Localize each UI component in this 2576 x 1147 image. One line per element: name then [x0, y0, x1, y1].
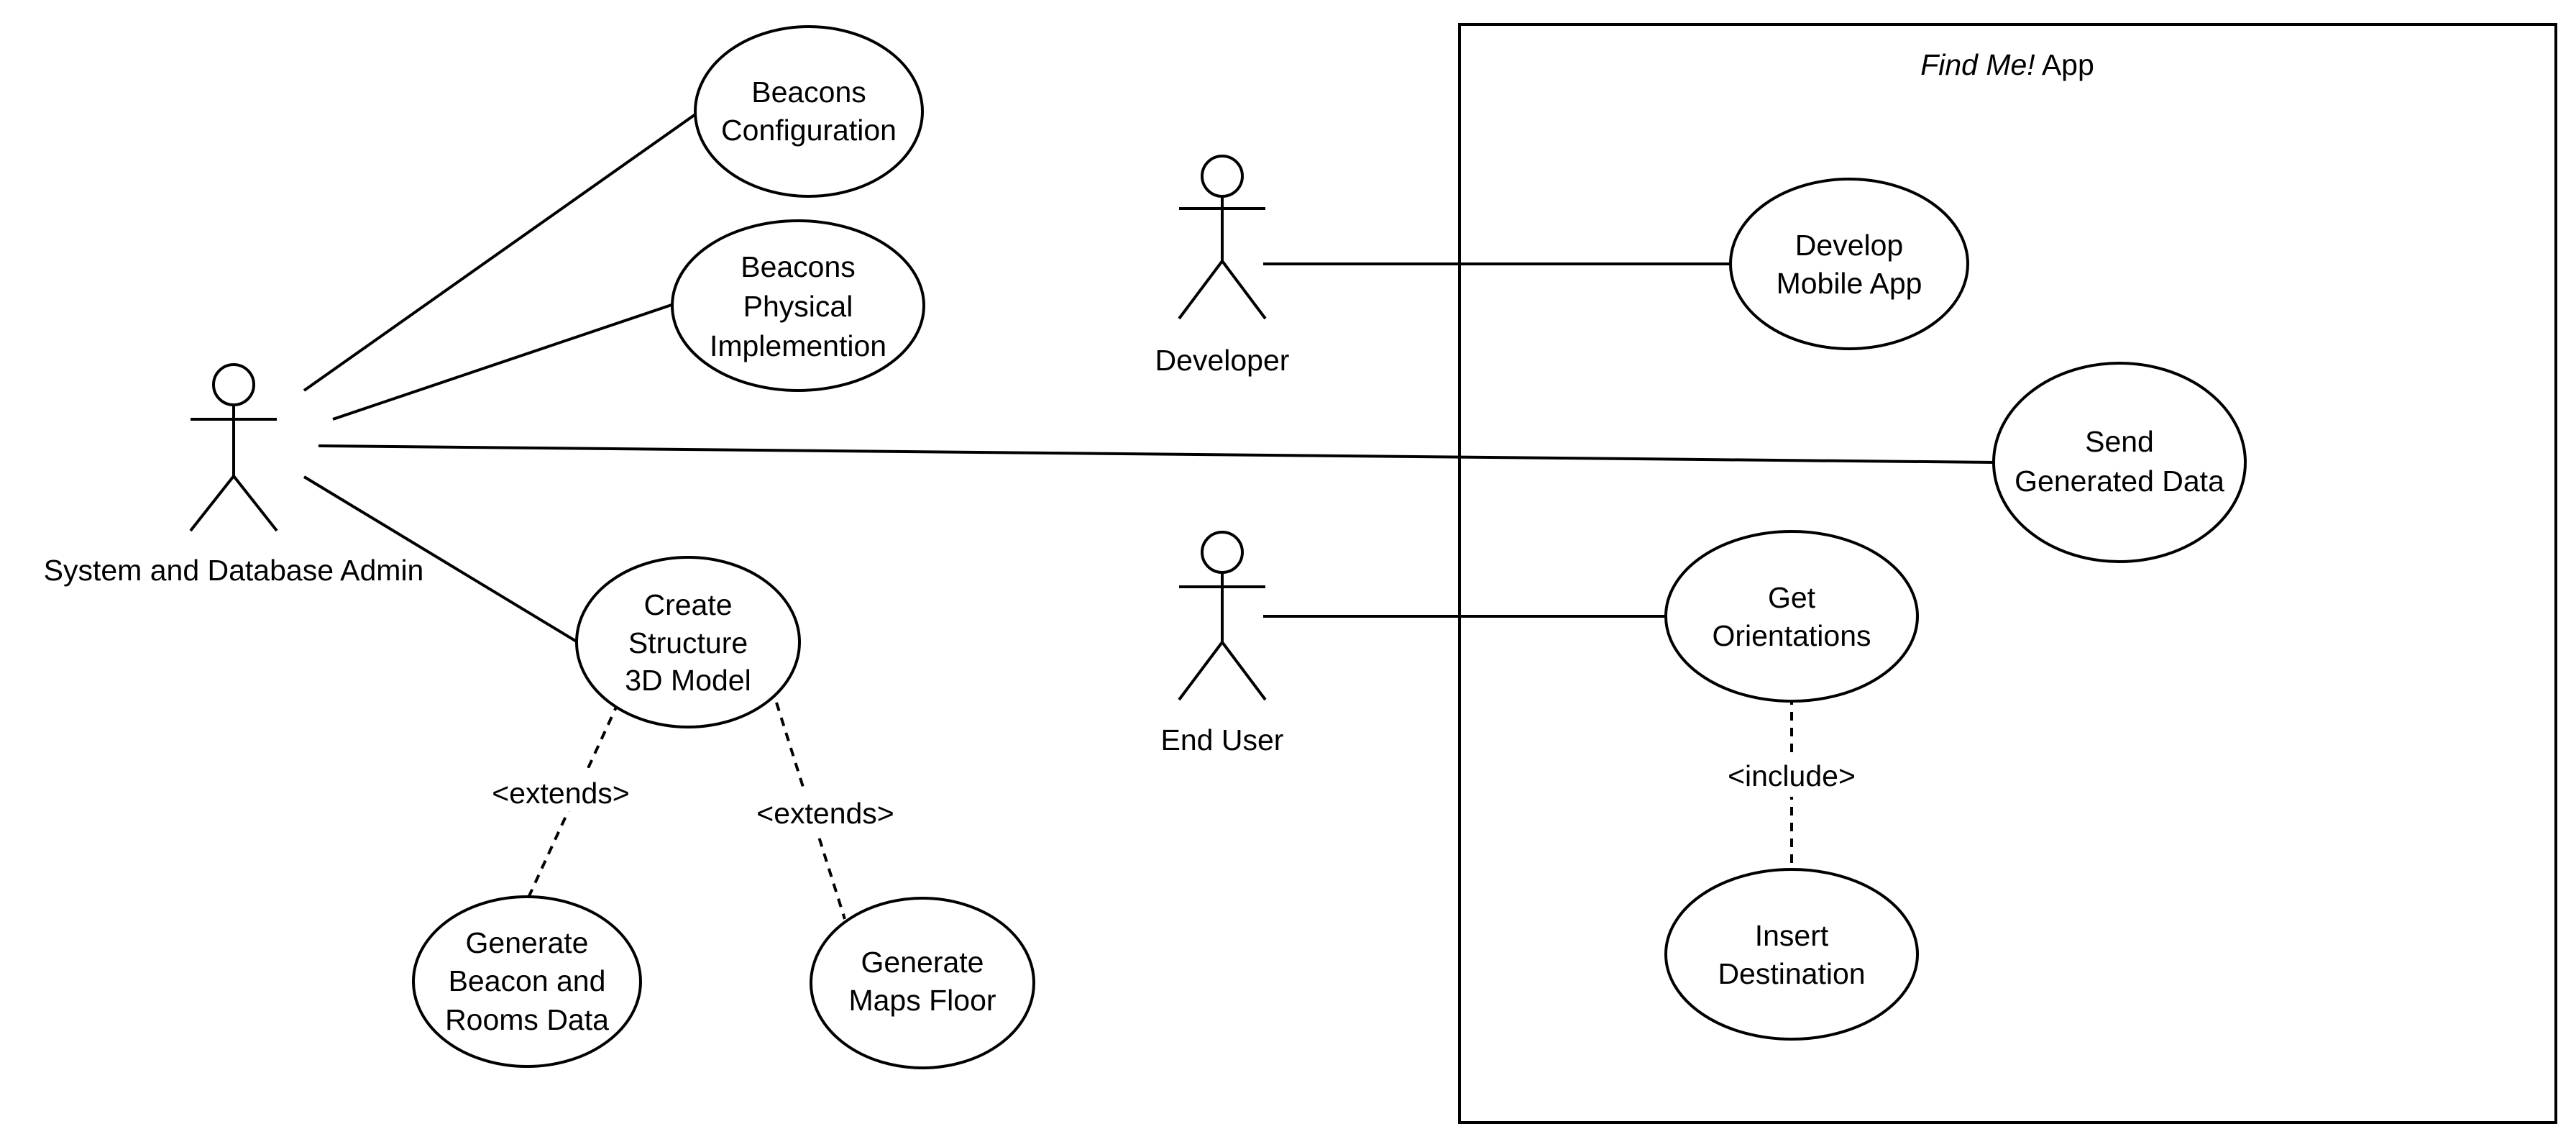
use-case-generate-maps-floor[interactable]: Generate Maps Floor: [810, 897, 1035, 1069]
use-case-label-line: Destination: [1718, 957, 1865, 990]
use-case-label-line: Configuration: [721, 114, 897, 147]
use-case-develop-mobile-app[interactable]: Develop Mobile App: [1729, 178, 1969, 350]
system-boundary-box: [1458, 23, 2557, 1124]
actor-right-leg: [1221, 260, 1267, 320]
use-case-label-line: Orientations: [1712, 619, 1871, 652]
use-case-label-line: Send: [2085, 425, 2154, 458]
use-case-ellipse: [1664, 868, 1919, 1041]
use-case-ellipse: [575, 556, 801, 728]
use-case-label-line: Maps Floor: [848, 984, 996, 1017]
actor-right-leg: [232, 475, 278, 532]
extends-label-right: <extends>: [756, 797, 894, 830]
use-case-label-line: Rooms Data: [445, 1003, 609, 1036]
use-case-generate-beacon-and-rooms-data[interactable]: Generate Beacon and Rooms Data: [412, 895, 642, 1068]
system-boundary: Find Me! App: [1458, 23, 2557, 1124]
actor-left-leg: [189, 475, 235, 532]
actor-left-leg: [1178, 260, 1224, 320]
stick-figure-icon: [1178, 155, 1267, 320]
use-case-ellipse: [412, 895, 642, 1068]
actor-label: Developer: [1155, 344, 1290, 377]
stick-figure-icon: [1178, 531, 1267, 701]
stick-figure-icon: [189, 363, 278, 532]
use-case-ellipse: [694, 25, 924, 198]
association-admin-beacons-physical: [332, 303, 674, 421]
actor-label: End User: [1161, 723, 1284, 757]
association-admin-beacons-configuration: [303, 111, 699, 392]
use-case-label-line: Implemention: [710, 329, 886, 362]
association-admin-send-generated-data: [318, 444, 1996, 464]
use-case-send-generated-data[interactable]: Send Generated Data: [1992, 362, 2247, 563]
use-case-label-line: Generate: [861, 946, 984, 979]
use-case-label-line: Get: [1768, 581, 1816, 614]
use-case-label-line: Generated Data: [2014, 465, 2224, 498]
associations: [303, 111, 1996, 651]
use-case-label-line: Insert: [1755, 919, 1829, 952]
extends-line-left: [527, 702, 620, 898]
use-case-label-line: Structure: [628, 626, 748, 659]
use-case-beacons-physical-implemention[interactable]: Beacons Physical Implemention: [671, 219, 925, 392]
actor-left-leg: [1178, 641, 1224, 701]
use-case-ellipse: [671, 219, 925, 392]
use-case-label-line: Develop: [1795, 229, 1903, 262]
use-case-ellipse: [1664, 530, 1919, 703]
actor-developer[interactable]: Developer: [1155, 155, 1290, 377]
actor-system-and-database-admin[interactable]: System and Database Admin: [44, 363, 424, 587]
use-case-label-line: Mobile App: [1777, 267, 1922, 300]
use-case-insert-destination[interactable]: Insert Destination: [1664, 868, 1919, 1041]
use-case-ellipse: [810, 897, 1035, 1069]
use-case-label-line: Beacons: [751, 76, 866, 109]
use-case-label-line: Beacon and: [449, 964, 606, 997]
use-case-get-orientations[interactable]: Get Orientations: [1664, 530, 1919, 703]
actor-end-user[interactable]: End User: [1161, 531, 1284, 757]
extends-label-left: <extends>: [492, 777, 630, 810]
actor-head: [1201, 155, 1244, 198]
use-case-ellipse: [1729, 178, 1969, 350]
use-case-label-line: Generate: [466, 926, 589, 959]
use-case-label-line: 3D Model: [625, 664, 751, 697]
actor-right-leg: [1221, 641, 1267, 701]
actor-head: [1201, 531, 1244, 574]
use-case-label-line: Physical: [743, 290, 853, 323]
use-case-label-line: Create: [643, 588, 732, 621]
association-admin-create-structure: [303, 475, 591, 651]
extends-label-bg-left: [475, 768, 647, 811]
actor-head: [212, 363, 255, 406]
use-case-create-structure-3d-model[interactable]: Create Structure 3D Model: [575, 556, 801, 728]
include-label: <include>: [1728, 759, 1856, 792]
use-case-label-line: Beacons: [741, 250, 856, 283]
use-case-ellipse: [1992, 362, 2247, 563]
actor-label: System and Database Admin: [44, 554, 424, 587]
dashed-relations: <extends> <extends> <include>: [475, 696, 1873, 920]
extends-label-bg-right: [741, 790, 913, 833]
system-boundary-title: Find Me! App: [1920, 48, 2094, 81]
include-label-bg: [1711, 754, 1873, 797]
use-case-beacons-configuration[interactable]: Beacons Configuration: [694, 25, 924, 198]
